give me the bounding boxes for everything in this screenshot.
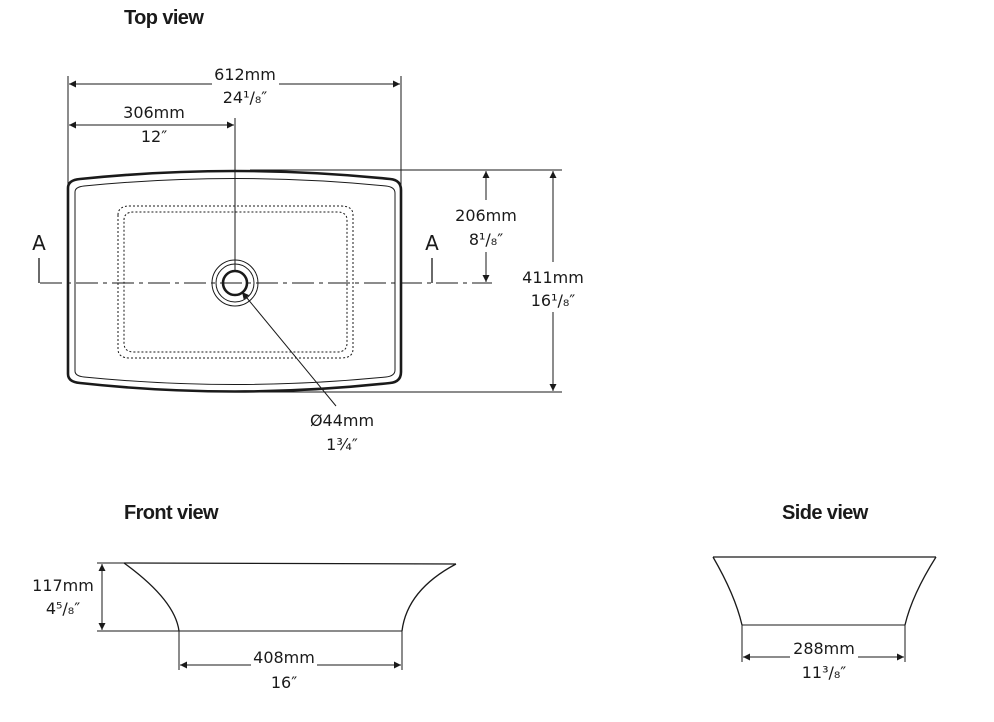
front-height-imperial: 4⁵/₈″ bbox=[46, 599, 80, 618]
drain-diameter-metric: Ø44mm bbox=[310, 411, 374, 430]
front-view-rim-line bbox=[123, 562, 457, 565]
overall-width-metric: 612mm bbox=[214, 65, 276, 84]
front-view-left-profile bbox=[123, 562, 180, 632]
front-height-metric: 117mm bbox=[32, 576, 94, 595]
overall-width-imperial: 24¹/₈″ bbox=[223, 88, 268, 107]
center-offset-metric: 306mm bbox=[123, 103, 185, 122]
overall-depth-metric: 411mm bbox=[522, 268, 584, 287]
side-view-title: Side view bbox=[782, 502, 869, 524]
basin-outer-outline bbox=[66, 169, 403, 393]
front-base-metric: 408mm bbox=[253, 648, 315, 667]
side-base-metric: 288mm bbox=[793, 639, 855, 658]
drain-leader-arrow bbox=[241, 291, 337, 407]
front-view-title: Front view bbox=[124, 502, 219, 524]
front-view-right-profile bbox=[401, 563, 457, 632]
overall-depth-imperial: 16¹/₈″ bbox=[531, 291, 576, 310]
center-offset-imperial: 12″ bbox=[141, 127, 167, 146]
basin-bowl-outline-outer bbox=[117, 205, 354, 359]
side-view-right-profile bbox=[904, 556, 937, 626]
front-base-imperial: 16″ bbox=[271, 673, 297, 692]
top-view-title: Top view bbox=[124, 7, 204, 29]
front-view: Front view 117mm 4⁵/₈″ 408mm 16″ bbox=[32, 502, 457, 692]
side-view-left-profile bbox=[712, 556, 743, 626]
drain-diameter-imperial: 1¾″ bbox=[326, 435, 358, 454]
basin-rim-inner-line bbox=[74, 178, 396, 385]
section-marker-left-label: A bbox=[32, 231, 46, 255]
section-marker-right-label: A bbox=[425, 231, 439, 255]
drain-hole bbox=[221, 269, 249, 297]
drain-offset-imperial: 8¹/₈″ bbox=[469, 230, 503, 249]
top-view: Top view 612mm 24¹/₈″ 306mm 12″ A A Ø44m… bbox=[32, 7, 584, 454]
drain-outer-ring bbox=[211, 259, 259, 307]
drain-middle-ring bbox=[215, 263, 255, 303]
drain-offset-metric: 206mm bbox=[455, 206, 517, 225]
side-view: Side view 288mm 11³/₈″ bbox=[712, 502, 937, 682]
side-base-imperial: 11³/₈″ bbox=[802, 663, 847, 682]
